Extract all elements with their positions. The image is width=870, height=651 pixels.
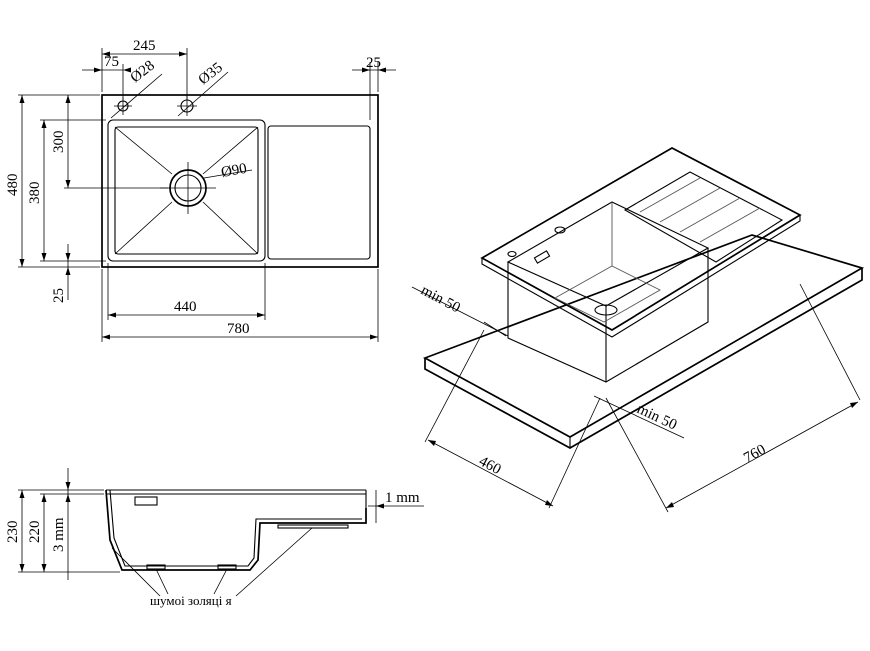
- dim-75: 75: [104, 54, 119, 70]
- section-overflow: [134, 496, 158, 506]
- countertop-front: [424, 268, 863, 449]
- dim-25-right: 25: [366, 55, 381, 71]
- dim-d35: Ø35: [196, 60, 226, 89]
- dim-1mm: 1 mm: [385, 490, 420, 506]
- sink-profile: [105, 489, 367, 571]
- iso-drainboard: [623, 171, 784, 263]
- plan-view: 245 75 Ø28 Ø35 25 Ø90 480 380: [5, 38, 396, 342]
- dim-230: 230: [5, 521, 21, 544]
- dim-220: 220: [27, 521, 43, 544]
- iso-overflow: [533, 250, 551, 264]
- dim-min50-left: min 50: [418, 282, 463, 316]
- dim-min50-right: min 50: [634, 401, 679, 433]
- dim-480: 480: [5, 174, 21, 197]
- dim-440: 440: [174, 299, 197, 315]
- dim-25-left: 25: [51, 288, 67, 303]
- dim-3mm: 3 mm: [51, 517, 67, 552]
- section-view: 230 220 3 mm 1 mm шумоі золяці я: [5, 468, 424, 608]
- dim-760: 760: [741, 442, 768, 467]
- iso-tap-hole-1: [507, 250, 517, 258]
- dim-780: 780: [227, 321, 250, 337]
- bowl-outline: [107, 119, 266, 262]
- dim-380: 380: [27, 182, 43, 205]
- dim-245: 245: [133, 38, 156, 54]
- iso-drain: [594, 304, 618, 316]
- noise-pad-3: [277, 524, 349, 529]
- bowl-inner: [114, 126, 259, 255]
- sink-outline: [101, 94, 379, 268]
- bowl-diagonals: [114, 126, 259, 255]
- dim-300: 300: [51, 131, 67, 154]
- iso-tap-hole-2: [554, 226, 566, 234]
- dim-460: 460: [476, 453, 503, 478]
- dim-d90: Ø90: [220, 161, 248, 181]
- drainboard: [267, 125, 371, 260]
- isometric-view: min 50 min 50 460 760: [411, 147, 865, 513]
- noise-pads-label: шумоі золяці я: [150, 593, 232, 608]
